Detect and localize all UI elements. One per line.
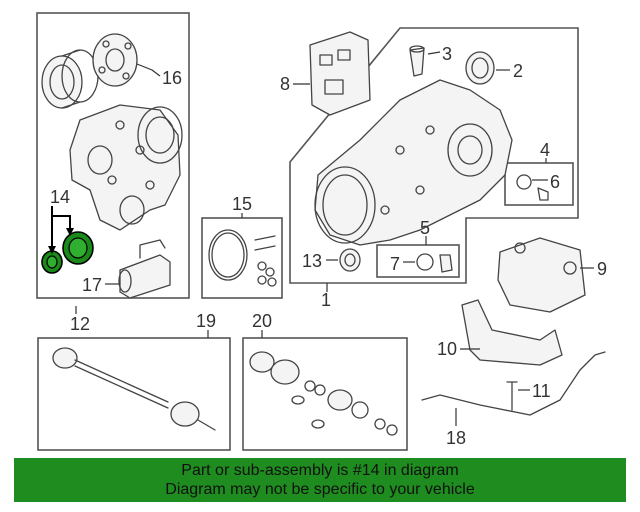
callout-2: 2	[513, 61, 523, 81]
parts-diagram: 1 2 3 4 5 6 7 8 9 10 11 12 13 14 15 16 1…	[36, 12, 607, 451]
group-box-4	[504, 162, 574, 206]
leader-16	[136, 63, 161, 77]
callout-6: 6	[550, 172, 560, 192]
seal-part-2	[465, 51, 495, 85]
leader-14	[51, 206, 71, 250]
bearing-part-16	[41, 49, 99, 109]
callout-4: 4	[540, 140, 550, 160]
coupling-housing	[69, 104, 183, 231]
drive-shaft-part-19	[52, 347, 216, 431]
callout-9: 9	[597, 259, 607, 279]
leader-14-arrow-a	[66, 228, 74, 236]
callout-17: 17	[82, 275, 102, 295]
seal-part-13	[339, 248, 361, 272]
callout-7: 7	[390, 254, 400, 274]
group-box-19	[37, 337, 231, 451]
callout-12: 12	[70, 314, 90, 334]
callout-13: 13	[302, 251, 322, 271]
bolt-part-6	[516, 174, 549, 201]
callout-11: 11	[532, 381, 551, 401]
callout-14: 14	[50, 187, 70, 207]
boot-kit-part-20	[249, 351, 398, 436]
callout-15: 15	[232, 194, 252, 214]
plug-part-3	[409, 45, 425, 77]
group-box-1	[289, 27, 579, 284]
bolt-part-11	[506, 381, 518, 411]
callout-5: 5	[420, 218, 430, 238]
callout-18: 18	[446, 428, 466, 448]
seal-kit-part-15	[208, 229, 277, 287]
banner-line-2: Diagram may not be specific to your vehi…	[165, 481, 475, 498]
oring-part-7	[416, 253, 453, 273]
callout-3: 3	[442, 44, 452, 64]
callout-20: 20	[252, 311, 272, 331]
group-box-20	[242, 337, 408, 451]
harness-part-18	[421, 351, 606, 416]
callout-1: 1	[321, 290, 331, 310]
group-box-5	[376, 244, 460, 278]
mount-bracket-part-10	[461, 299, 563, 366]
flange-part-16	[92, 33, 138, 87]
group-box-12	[36, 12, 190, 299]
differential-housing-part-1	[314, 79, 513, 246]
callout-19: 19	[196, 311, 216, 331]
control-module-part-8	[309, 31, 371, 116]
leader-3	[427, 51, 441, 55]
callout-8: 8	[280, 74, 290, 94]
leader-14-arrow-b	[48, 246, 56, 254]
banner-line-1: Part or sub-assembly is #14 in diagram	[181, 462, 459, 479]
actuator-part-17	[118, 239, 171, 299]
cover-part-9	[497, 237, 586, 313]
info-banner: Part or sub-assembly is #14 in diagram D…	[14, 458, 626, 502]
seal-part-14-highlighted	[41, 231, 94, 274]
callout-16: 16	[162, 68, 182, 88]
callout-10: 10	[437, 339, 457, 359]
